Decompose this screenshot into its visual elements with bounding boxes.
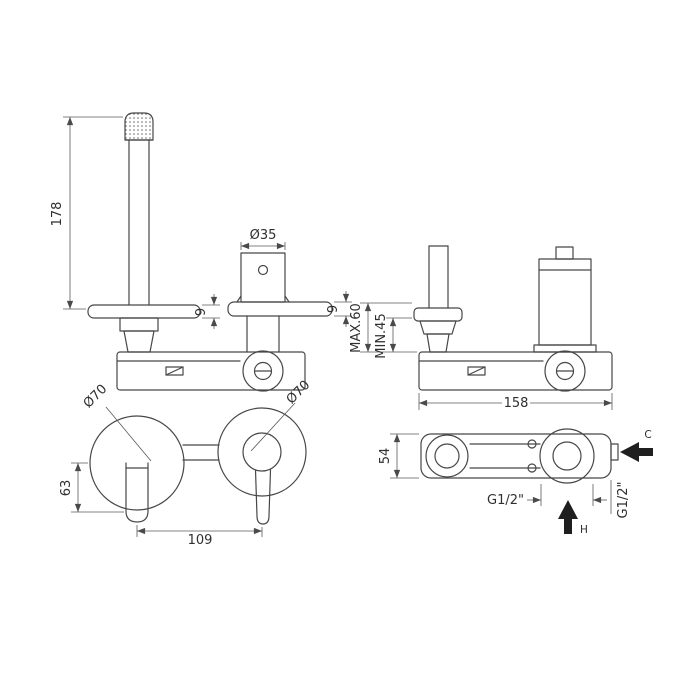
dim-spout-rosette-diameter: Ø70: [81, 382, 111, 412]
spout-mount: [119, 317, 159, 353]
dim-body-width: 158: [504, 396, 529, 411]
dim-min-depth: MIN.45: [374, 313, 389, 358]
rough-in-view: [413, 245, 613, 392]
dim-max-depth: MAX.60: [349, 303, 364, 353]
dim-body-height: 54: [378, 448, 393, 465]
cold-water-label: C: [644, 429, 651, 441]
dim-side-inlet-thread: G1/2": [616, 482, 631, 519]
body-plan-outline: [420, 433, 612, 479]
spout-rosette: [87, 304, 201, 319]
dim-handle-plate-thickness: 9: [326, 305, 341, 313]
handle-lever-plan: [254, 469, 272, 525]
spout-tube: [128, 139, 150, 306]
plan-dimensions: Ø70 Ø70 63 109: [59, 378, 313, 548]
valve-front: [242, 350, 284, 392]
cold-inlet-arrow-icon: [620, 442, 653, 462]
handle-base-plan: [242, 432, 282, 472]
spout-rosette-side: [413, 307, 463, 322]
spout-tube-side: [428, 245, 449, 309]
valve-side: [544, 350, 586, 392]
plan-connector: [182, 444, 220, 461]
dim-spout-drop: 63: [59, 480, 74, 497]
spout-aerator: [124, 112, 154, 141]
spout-plan: [125, 462, 149, 523]
body-plan-view: [420, 428, 619, 484]
valve-port: [539, 428, 595, 484]
cartridge: [533, 246, 597, 353]
spout-port: [425, 434, 469, 478]
front-view: [87, 112, 333, 392]
handle-front: [236, 252, 290, 303]
body-plan-detail: [469, 439, 619, 473]
body-plan-dimensions: 54 C H G1/2" G1/2": [378, 429, 653, 536]
hot-inlet-arrow-icon: [558, 500, 578, 534]
spout-rosette-plan: [89, 415, 185, 511]
spout-mount-side: [419, 320, 457, 353]
handle-mount: [246, 315, 280, 353]
handle-rosette: [227, 301, 333, 317]
concealed-body-side: [418, 351, 613, 391]
concealed-body: [116, 351, 306, 391]
hot-water-label: H: [580, 524, 588, 536]
handle-rosette-plan: [217, 407, 307, 497]
dim-spout-plate-thickness: 9: [194, 308, 209, 316]
front-dimensions: 178 Ø35 9 9: [50, 116, 352, 329]
dim-handle-rosette-diameter: Ø70: [284, 378, 314, 408]
dim-bottom-inlet-thread: G1/2": [487, 493, 524, 508]
dim-handle-diameter: Ø35: [250, 228, 277, 243]
plan-view: [89, 407, 307, 525]
dim-centre-distance: 109: [188, 533, 213, 548]
dim-spout-height: 178: [50, 202, 65, 227]
rough-in-dimensions: MAX.60 MIN.45 158: [349, 302, 613, 411]
